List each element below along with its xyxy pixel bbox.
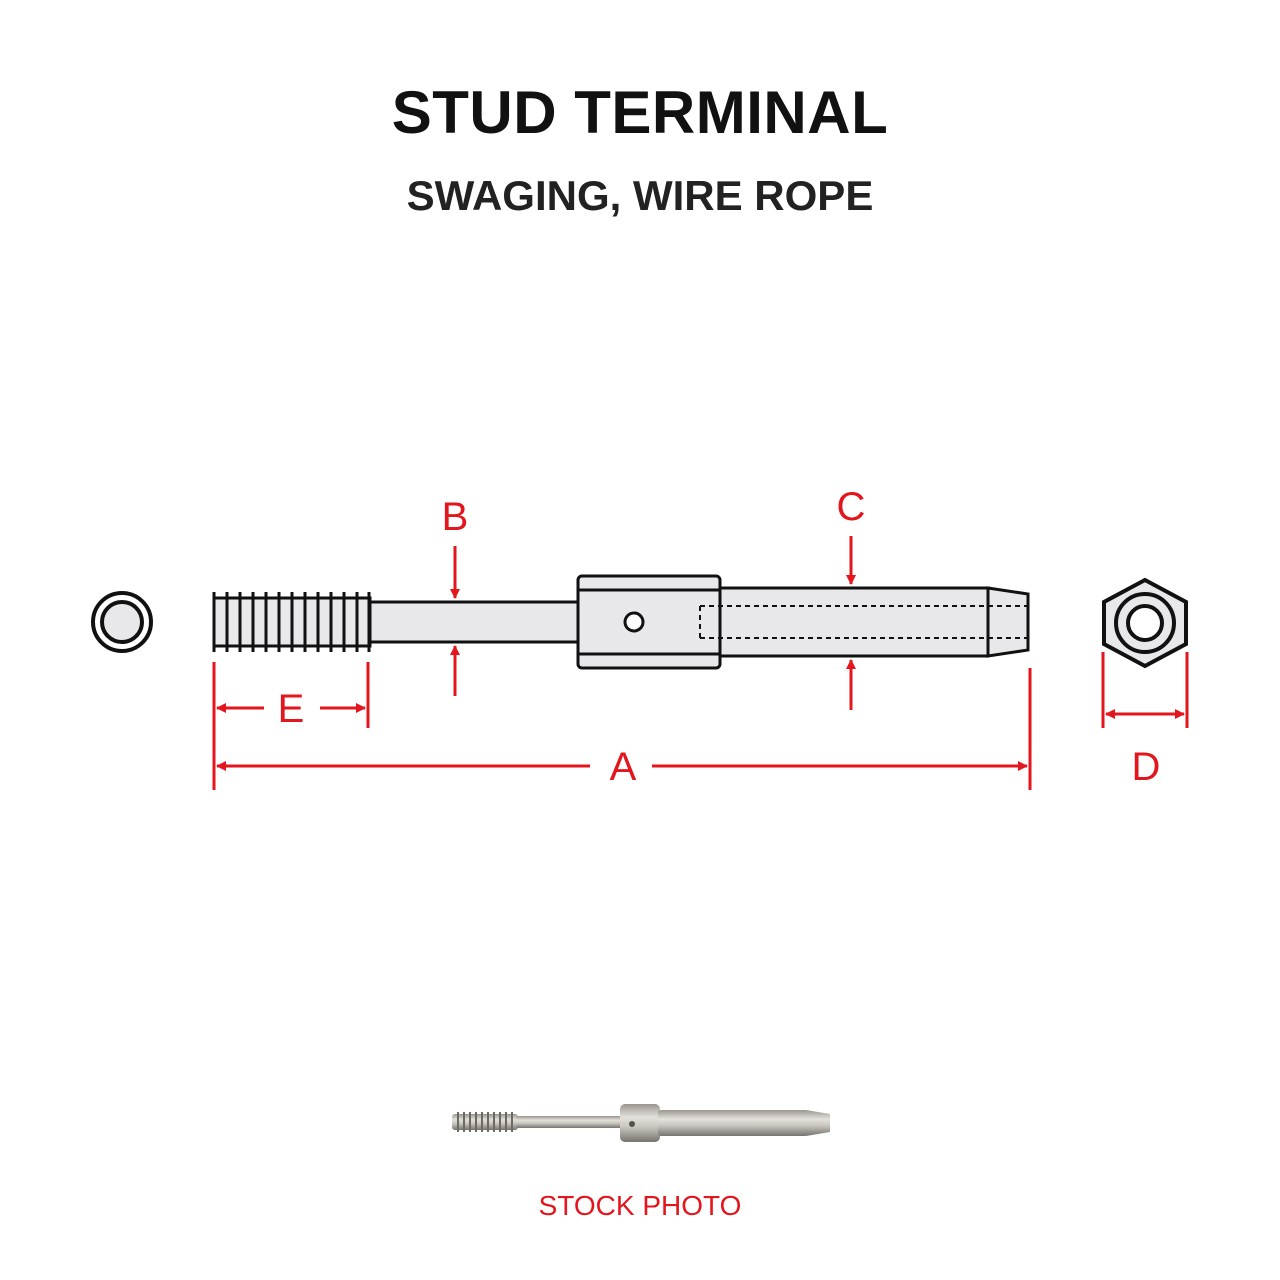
inspection-hole [623,611,645,633]
end-view-round [91,591,153,653]
end-view-hex [1102,577,1188,669]
dim-label-b: B [442,495,469,539]
dimension-lines [212,536,1189,790]
terminal-side-view [212,574,1030,670]
stock-photo-caption: STOCK PHOTO [538,1190,742,1221]
dim-label-e: E [278,687,305,731]
dim-label-d: D [1132,745,1161,789]
shank [368,600,582,644]
diagram-subtitle: SWAGING, WIRE ROPE [406,172,874,219]
dim-label-a: A [610,745,637,789]
stock-photo [452,1104,830,1142]
swage-barrel [718,586,990,658]
dim-label-c: C [837,485,866,529]
barrel-taper [986,586,1030,658]
diagram-title: STUD TERMINAL [391,79,889,146]
